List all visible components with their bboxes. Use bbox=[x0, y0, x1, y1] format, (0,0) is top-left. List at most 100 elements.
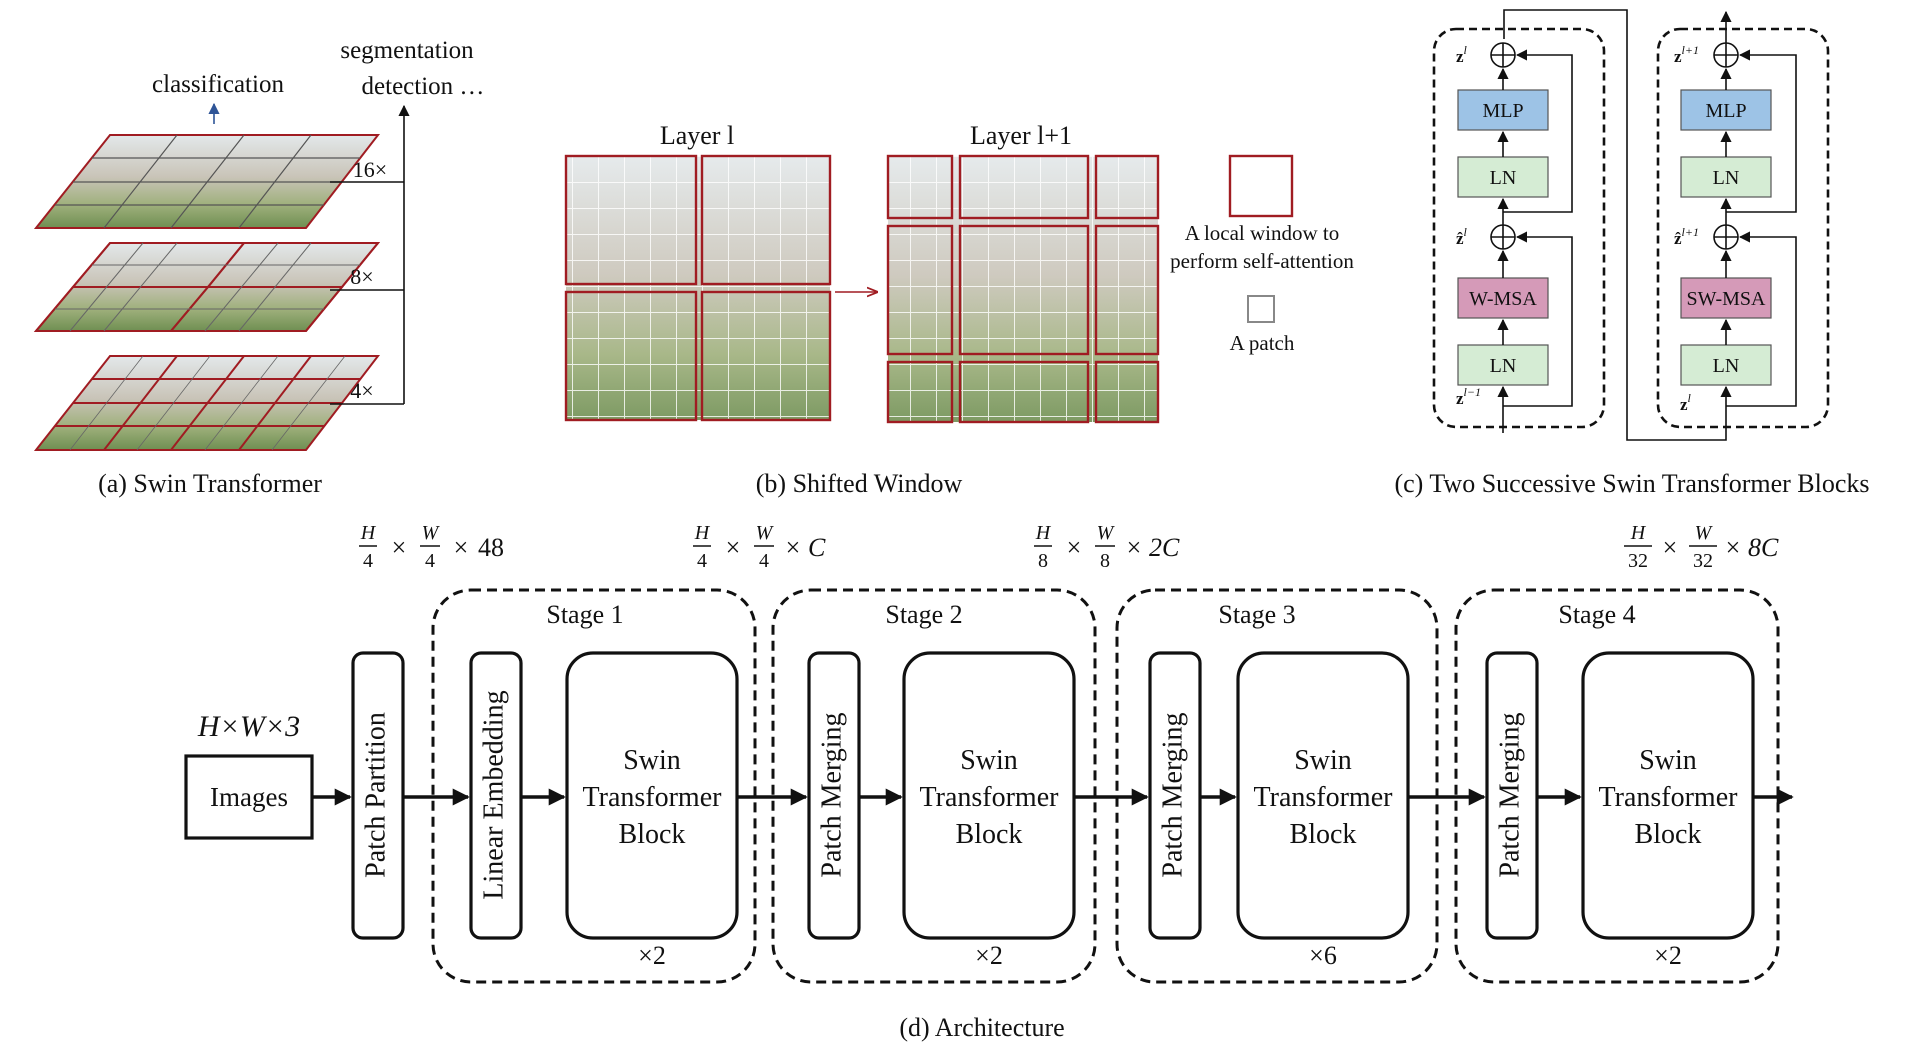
legend-window-swatch bbox=[1228, 154, 1294, 218]
svg-text:Transformer: Transformer bbox=[1254, 782, 1394, 813]
svg-text:Transformer: Transformer bbox=[583, 782, 723, 813]
dim-label-partition: H 4 × W 4 × 48 bbox=[359, 522, 504, 572]
svg-text:×: × bbox=[1726, 533, 1741, 562]
scale-8x: 8× bbox=[350, 264, 373, 289]
svg-text:W: W bbox=[422, 522, 441, 544]
op-label: Patch Merging bbox=[1494, 712, 1525, 877]
input-dim-label: H×W×3 bbox=[197, 710, 300, 743]
svg-text:H: H bbox=[1035, 522, 1052, 544]
legend-window-line2: perform self-attention bbox=[1170, 249, 1354, 273]
svg-text:Transformer: Transformer bbox=[920, 782, 1060, 813]
ln-bottom-box-2 bbox=[1680, 344, 1772, 386]
svg-text:Block: Block bbox=[1290, 819, 1357, 850]
layer-l1-grid bbox=[886, 154, 1160, 424]
residual-add-icon bbox=[1713, 42, 1739, 68]
svg-text:H: H bbox=[360, 522, 377, 544]
repeat-label: ×2 bbox=[1654, 941, 1682, 970]
attn-label-2: SW-MSA bbox=[1687, 288, 1766, 310]
panel-b: Layer l Layer l+1 A loca bbox=[564, 121, 1354, 498]
repeat-label: ×2 bbox=[638, 941, 666, 970]
stage-title: Stage 2 bbox=[885, 600, 962, 629]
dim-label-stage-1: H 4 × W 4 × C bbox=[693, 522, 826, 572]
ln-bottom-label-1: LN bbox=[1490, 355, 1517, 377]
svg-text:Swin: Swin bbox=[960, 745, 1018, 776]
svg-text:W: W bbox=[1695, 522, 1714, 544]
dim-label-stage-2: H 8 × W 8 × 2C bbox=[1034, 522, 1180, 572]
svg-text:×: × bbox=[1067, 533, 1082, 562]
images-label: Images bbox=[210, 782, 288, 812]
z-l-minus-1-label: zl−1 bbox=[1456, 385, 1481, 408]
op-label: Patch Merging bbox=[816, 712, 847, 877]
detection-label: detection … bbox=[362, 73, 485, 100]
classification-label: classification bbox=[152, 71, 284, 98]
svg-text:Block: Block bbox=[956, 819, 1023, 850]
svg-text:×: × bbox=[1127, 533, 1142, 562]
caption-b: (b) Shifted Window bbox=[756, 469, 963, 498]
svg-text:32: 32 bbox=[1628, 550, 1648, 572]
mlp-label-2: MLP bbox=[1705, 100, 1746, 122]
svg-text:8: 8 bbox=[1100, 550, 1110, 572]
ln-bottom-label-2: LN bbox=[1713, 355, 1740, 377]
stage-1: Stage 1 Linear Embedding Swin Transforme… bbox=[431, 588, 757, 984]
svg-text:8C: 8C bbox=[1748, 533, 1779, 562]
svg-text:×: × bbox=[726, 533, 741, 562]
panel-a: classification segmentation detection … … bbox=[33, 37, 485, 498]
dim-label-stage-4: H 32 × W 32 × 8C bbox=[1624, 522, 1779, 572]
stage-4: Stage 4 Patch Merging Swin Transformer B… bbox=[1454, 588, 1780, 984]
block-connector bbox=[1503, 9, 1727, 441]
svg-text:4: 4 bbox=[363, 550, 373, 572]
op-label: Patch Merging bbox=[1157, 712, 1188, 877]
attn-box-2 bbox=[1680, 277, 1772, 319]
svg-text:4: 4 bbox=[697, 550, 707, 572]
feature-map-16x bbox=[33, 134, 381, 229]
svg-text:2C: 2C bbox=[1149, 533, 1180, 562]
panel-d: H 4 × W 4 × 48 H 4 × W 4 × C H 8 × W bbox=[184, 522, 1794, 1042]
stage-3: Stage 3 Patch Merging Swin Transformer B… bbox=[1115, 588, 1439, 984]
swin-block-1: MLP LN W-MSA LN bbox=[1432, 27, 1606, 433]
layer-l1-label: Layer l+1 bbox=[970, 121, 1072, 150]
z-l-input-label: zl bbox=[1680, 391, 1692, 414]
caption-d: (d) Architecture bbox=[899, 1013, 1064, 1042]
layer-l-grid bbox=[564, 154, 832, 422]
repeat-label: ×2 bbox=[975, 941, 1003, 970]
attn-box-1 bbox=[1457, 277, 1549, 319]
residual-add-icon bbox=[1713, 224, 1739, 250]
stage-title: Stage 1 bbox=[546, 600, 623, 629]
legend-window-line1: A local window to bbox=[1185, 221, 1340, 245]
patch-partition-label: Patch Partition bbox=[360, 712, 391, 878]
svg-text:Swin: Swin bbox=[1639, 745, 1697, 776]
panel-c: MLP LN W-MSA LN bbox=[1394, 9, 1870, 498]
mlp-label-1: MLP bbox=[1482, 100, 1523, 122]
op-label: Linear Embedding bbox=[478, 690, 509, 899]
svg-text:W: W bbox=[1097, 522, 1116, 544]
feature-map-8x bbox=[33, 242, 381, 332]
svg-text:Swin: Swin bbox=[623, 745, 681, 776]
legend-patch-swatch bbox=[1247, 295, 1275, 323]
ln-top-label-1: LN bbox=[1490, 167, 1517, 189]
stage-title: Stage 3 bbox=[1218, 600, 1295, 629]
ln-top-label-2: LN bbox=[1713, 167, 1740, 189]
svg-text:8: 8 bbox=[1038, 550, 1048, 572]
caption-a: (a) Swin Transformer bbox=[98, 469, 322, 498]
scale-4x: 4× bbox=[350, 378, 373, 403]
svg-text:H: H bbox=[1630, 522, 1647, 544]
stage-title: Stage 4 bbox=[1558, 600, 1635, 629]
svg-text:Block: Block bbox=[619, 819, 686, 850]
svg-text:Transformer: Transformer bbox=[1599, 782, 1739, 813]
svg-text:48: 48 bbox=[478, 533, 504, 562]
segmentation-label: segmentation bbox=[340, 37, 474, 64]
svg-text:Swin: Swin bbox=[1294, 745, 1352, 776]
mlp-box-1 bbox=[1457, 89, 1549, 131]
svg-text:Block: Block bbox=[1635, 819, 1702, 850]
ln-bottom-box-1 bbox=[1457, 344, 1549, 386]
svg-text:C: C bbox=[808, 533, 826, 562]
svg-text:4: 4 bbox=[759, 550, 769, 572]
svg-text:32: 32 bbox=[1693, 550, 1713, 572]
z-l1-label: zl+1 bbox=[1674, 43, 1699, 66]
residual-add-icon bbox=[1490, 42, 1516, 68]
legend-patch-label: A patch bbox=[1230, 331, 1295, 355]
attn-label-1: W-MSA bbox=[1469, 288, 1537, 310]
svg-text:H: H bbox=[694, 522, 711, 544]
svg-text:W: W bbox=[756, 522, 775, 544]
